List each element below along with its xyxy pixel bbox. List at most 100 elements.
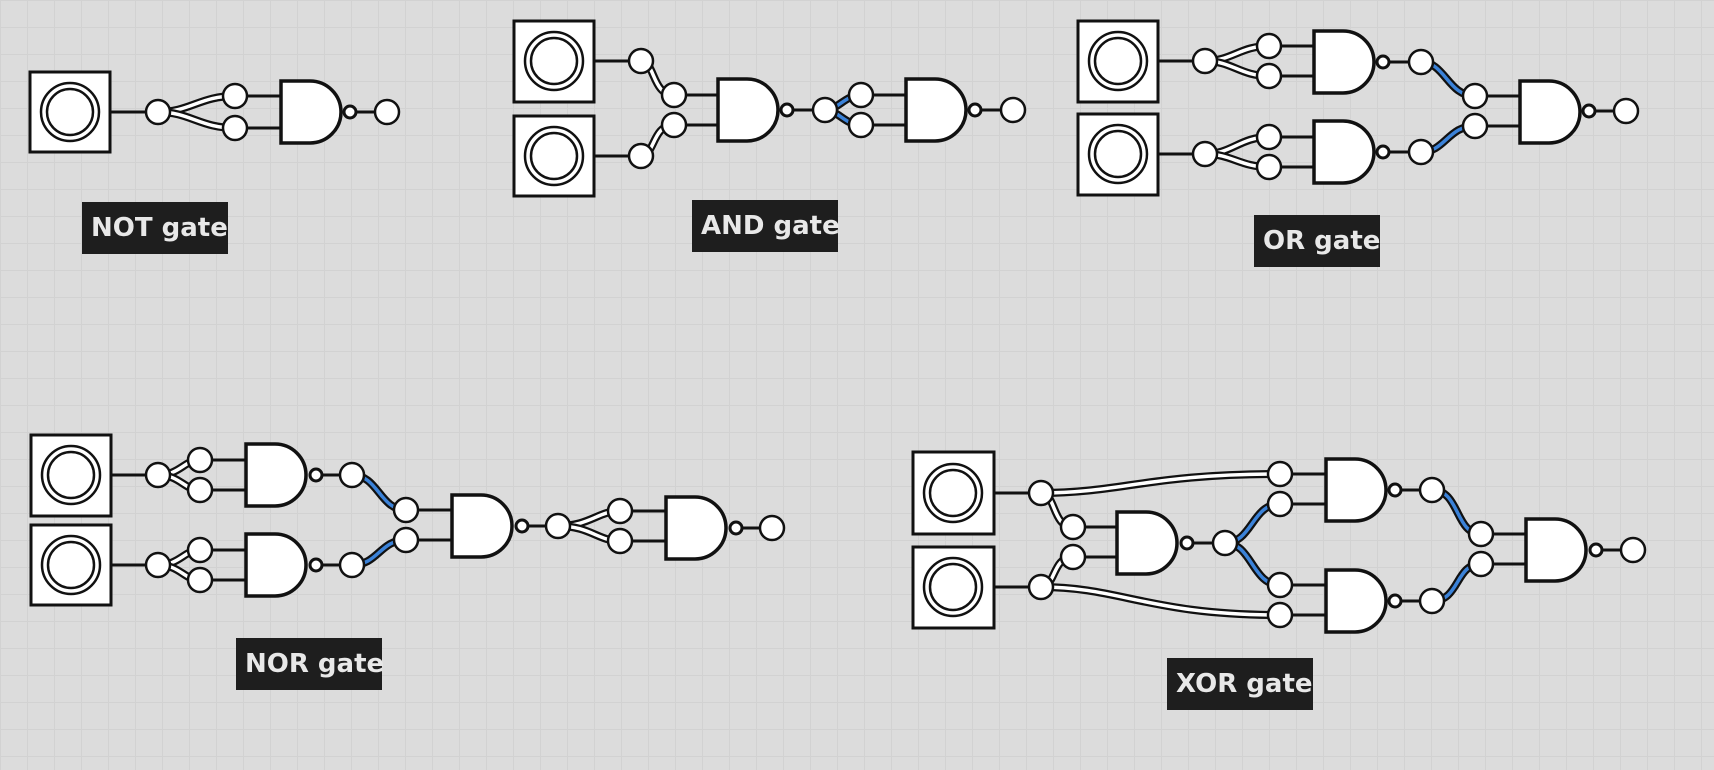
wire-node[interactable] bbox=[627, 47, 655, 75]
inverter-bubble bbox=[1179, 535, 1195, 551]
wire-node[interactable] bbox=[221, 114, 249, 142]
wire-node[interactable] bbox=[1191, 140, 1219, 168]
inverter-bubble bbox=[308, 467, 324, 483]
wire-node[interactable] bbox=[606, 527, 634, 555]
or-gate-label: OR gate bbox=[1254, 215, 1380, 267]
wire-node[interactable] bbox=[1266, 490, 1294, 518]
wire-node[interactable] bbox=[1211, 529, 1239, 557]
wire-node[interactable] bbox=[606, 497, 634, 525]
wire-node[interactable] bbox=[392, 526, 420, 554]
input-switch[interactable] bbox=[911, 545, 996, 630]
input-switch[interactable] bbox=[512, 19, 596, 104]
nand-gate[interactable] bbox=[716, 77, 780, 143]
wire-node[interactable] bbox=[1266, 571, 1294, 599]
wire-node[interactable] bbox=[1461, 82, 1489, 110]
wire-node[interactable] bbox=[1255, 123, 1283, 151]
wire-node[interactable] bbox=[1467, 550, 1495, 578]
wire-node[interactable] bbox=[660, 111, 688, 139]
output-node[interactable] bbox=[758, 514, 786, 542]
nor-gate-label: NOR gate bbox=[236, 638, 384, 690]
nand-gate[interactable] bbox=[1115, 510, 1179, 576]
input-switch[interactable] bbox=[29, 433, 113, 518]
inverter-bubble bbox=[1588, 542, 1604, 558]
xor-gate-label: XOR gate bbox=[1167, 658, 1313, 710]
nand-gate[interactable] bbox=[664, 495, 728, 561]
nand-gate[interactable] bbox=[244, 532, 308, 598]
wire-node[interactable] bbox=[1255, 32, 1283, 60]
nand-gate[interactable] bbox=[244, 442, 308, 508]
xor-circuit bbox=[911, 450, 1647, 634]
input-switch[interactable] bbox=[29, 523, 113, 607]
nand-gate[interactable] bbox=[1312, 29, 1376, 95]
wire-node[interactable] bbox=[392, 496, 420, 524]
wire-node[interactable] bbox=[1467, 520, 1495, 548]
wire-node[interactable] bbox=[660, 81, 688, 109]
wire-node[interactable] bbox=[186, 446, 214, 474]
inverter-bubble bbox=[728, 520, 744, 536]
input-switch[interactable] bbox=[911, 450, 996, 536]
nand-gate[interactable] bbox=[1518, 79, 1582, 145]
wire-node[interactable] bbox=[1407, 48, 1435, 76]
not-circuit bbox=[28, 70, 401, 154]
inverter-bubble bbox=[1375, 144, 1391, 160]
inverter-bubble bbox=[308, 557, 324, 573]
wire-node[interactable] bbox=[1027, 479, 1055, 507]
wire-node[interactable] bbox=[1255, 62, 1283, 90]
wire-node[interactable] bbox=[1266, 601, 1294, 629]
wire-node[interactable] bbox=[1418, 476, 1446, 504]
wire-node[interactable] bbox=[1191, 47, 1219, 75]
nor-circuit bbox=[29, 433, 786, 607]
input-switch[interactable] bbox=[1076, 19, 1160, 104]
wire-node[interactable] bbox=[1027, 573, 1055, 601]
nand-gate[interactable] bbox=[1324, 568, 1388, 634]
inverter-bubble bbox=[1375, 54, 1391, 70]
wire-node[interactable] bbox=[186, 476, 214, 504]
input-switch[interactable] bbox=[512, 114, 596, 198]
wire-node[interactable] bbox=[338, 461, 366, 489]
output-node[interactable] bbox=[1619, 536, 1647, 564]
wire-node[interactable] bbox=[1407, 138, 1435, 166]
wire-node[interactable] bbox=[1255, 153, 1283, 181]
nand-gate[interactable] bbox=[450, 493, 514, 559]
wire-node[interactable] bbox=[847, 81, 875, 109]
wire-node[interactable] bbox=[847, 111, 875, 139]
wire-node[interactable] bbox=[186, 536, 214, 564]
wire-node[interactable] bbox=[544, 512, 572, 540]
output-node[interactable] bbox=[373, 98, 401, 126]
inverter-bubble bbox=[514, 518, 530, 534]
wire-node[interactable] bbox=[1059, 543, 1087, 571]
output-node[interactable] bbox=[1612, 97, 1640, 125]
inverter-bubble bbox=[779, 102, 795, 118]
wire-node[interactable] bbox=[338, 551, 366, 579]
inverter-bubble bbox=[1387, 593, 1403, 609]
nand-gate[interactable] bbox=[904, 77, 968, 143]
nand-gate[interactable] bbox=[1312, 119, 1376, 185]
wire-node[interactable] bbox=[1059, 513, 1087, 541]
nand-gate[interactable] bbox=[1324, 457, 1388, 523]
inverter-bubble bbox=[1387, 482, 1403, 498]
wire-node[interactable] bbox=[144, 98, 172, 126]
and-circuit bbox=[512, 19, 1027, 198]
wire[interactable] bbox=[1040, 583, 1281, 619]
inverter-bubble bbox=[1581, 103, 1597, 119]
output-node[interactable] bbox=[999, 96, 1027, 124]
inverter-bubble bbox=[967, 102, 983, 118]
wire-node[interactable] bbox=[627, 142, 655, 170]
or-circuit bbox=[1076, 19, 1640, 197]
input-switch[interactable] bbox=[28, 70, 112, 154]
nand-gate[interactable] bbox=[1524, 517, 1588, 583]
and-gate-label: AND gate bbox=[692, 200, 840, 252]
inverter-bubble bbox=[342, 104, 358, 120]
wire-node[interactable] bbox=[1266, 460, 1294, 488]
wire-node[interactable] bbox=[811, 96, 839, 124]
wire-node[interactable] bbox=[1418, 587, 1446, 615]
nand-gate[interactable] bbox=[279, 79, 343, 145]
wire-node[interactable] bbox=[144, 551, 172, 579]
wire-node[interactable] bbox=[1461, 112, 1489, 140]
wire-node[interactable] bbox=[221, 82, 249, 110]
wire-node[interactable] bbox=[144, 461, 172, 489]
wire-node[interactable] bbox=[186, 566, 214, 594]
not-gate-label: NOT gate bbox=[82, 202, 228, 254]
input-switch[interactable] bbox=[1076, 112, 1160, 197]
